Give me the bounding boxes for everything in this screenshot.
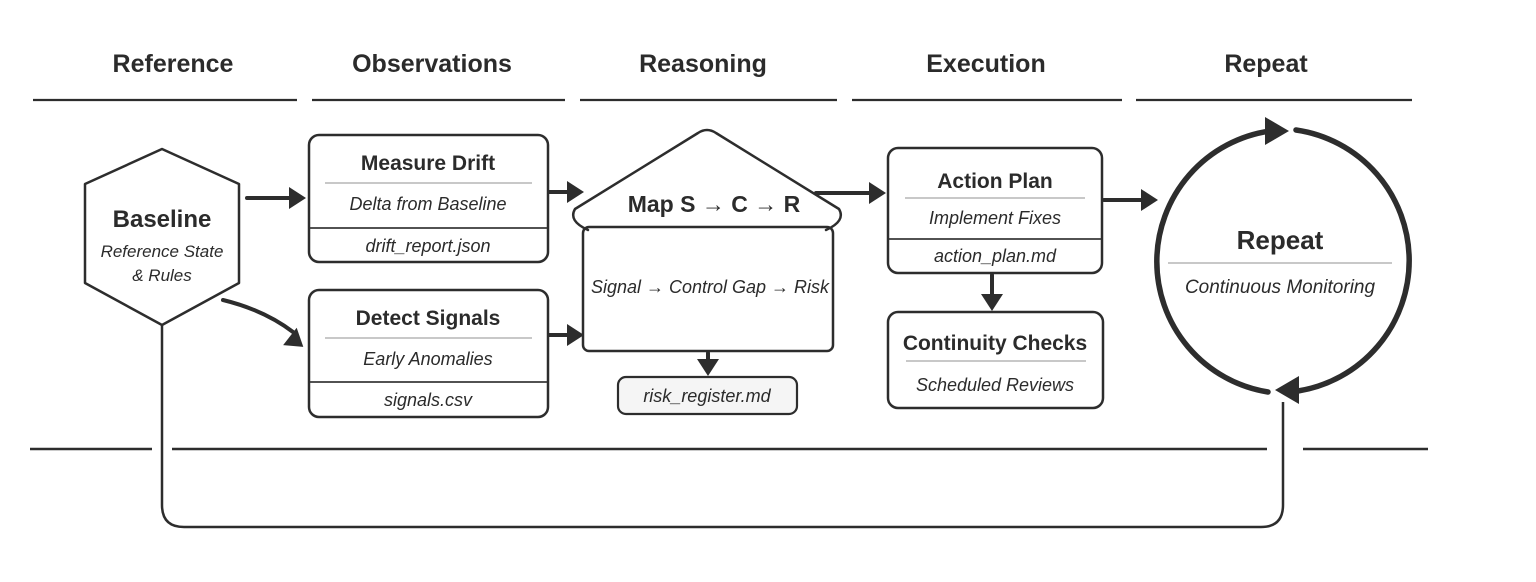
node-repeat-loop: Repeat Continuous Monitoring: [1154, 117, 1412, 404]
node-measure-drift: Measure Drift Delta from Baseline drift_…: [307, 133, 550, 264]
action-plan-box: [886, 146, 1104, 275]
header-observations: Observations: [352, 50, 512, 78]
reasoning-roof: [571, 128, 843, 232]
arrowhead: [1141, 189, 1158, 211]
baseline-subtitle-line1: Reference State: [101, 242, 224, 261]
arrow-baseline-to-detect-signals: [221, 298, 295, 334]
node-baseline: Baseline Reference State & Rules: [83, 147, 241, 327]
repeat-loop-bottom-arrowhead: [1275, 376, 1299, 404]
baseline-hexagon: [83, 147, 241, 327]
node-action-plan: Action Plan Implement Fixes action_plan.…: [886, 146, 1104, 275]
continuity-checks-subtitle: Scheduled Reviews: [916, 375, 1074, 395]
arrowhead: [697, 359, 719, 376]
arrowhead: [567, 324, 584, 346]
action-plan-subtitle: Implement Fixes: [929, 208, 1061, 228]
repeat-loop-top-arrowhead: [1265, 117, 1289, 145]
header-repeat: Repeat: [1224, 50, 1308, 78]
continuity-checks-title: Continuity Checks: [903, 332, 1087, 355]
arrowhead: [567, 181, 584, 203]
flow-arrows: [221, 181, 1158, 376]
risk-register-box: [616, 375, 799, 416]
action-plan-artifact: action_plan.md: [934, 246, 1057, 266]
repeat-subtitle: Continuous Monitoring: [1185, 277, 1376, 298]
measure-drift-box: [307, 133, 550, 264]
continuity-checks-box: [886, 310, 1105, 410]
header-reasoning: Reasoning: [639, 50, 767, 78]
node-continuity-checks: Continuity Checks Scheduled Reviews: [886, 310, 1105, 410]
repeat-loop-arc-left: [1154, 128, 1273, 395]
baseline-title: Baseline: [113, 206, 212, 233]
repeat-title: Repeat: [1237, 225, 1324, 255]
reasoning-body-text: Signal → Control Gap → Risk: [591, 277, 830, 297]
detect-signals-title: Detect Signals: [356, 307, 501, 330]
measure-drift-subtitle: Delta from Baseline: [349, 194, 506, 214]
measure-drift-title: Measure Drift: [361, 152, 495, 175]
arrowhead: [869, 182, 886, 204]
node-risk-register: risk_register.md: [616, 375, 799, 416]
arrowhead: [289, 187, 306, 209]
risk-register-artifact: risk_register.md: [643, 386, 771, 406]
header-reference: Reference: [113, 50, 234, 78]
node-reasoning: Map S → C → R Signal → Control Gap → Ris…: [571, 128, 843, 353]
node-detect-signals: Detect Signals Early Anomalies signals.c…: [307, 288, 550, 419]
header-execution: Execution: [926, 50, 1045, 78]
detect-signals-subtitle: Early Anomalies: [363, 349, 492, 369]
baseline-subtitle-line2: & Rules: [132, 266, 192, 285]
reasoning-roof-title: Map S → C → R: [628, 191, 801, 217]
repeat-loop-arc-right: [1293, 127, 1412, 394]
feedback-return-connector: [160, 325, 1285, 529]
detect-signals-artifact: signals.csv: [384, 390, 473, 410]
measure-drift-artifact: drift_report.json: [365, 236, 490, 256]
detect-signals-box: [307, 288, 550, 419]
action-plan-title: Action Plan: [937, 170, 1053, 193]
arrowhead: [283, 327, 304, 347]
arrowhead: [981, 294, 1003, 311]
column-headers: Reference Observations Reasoning Executi…: [33, 50, 1412, 102]
